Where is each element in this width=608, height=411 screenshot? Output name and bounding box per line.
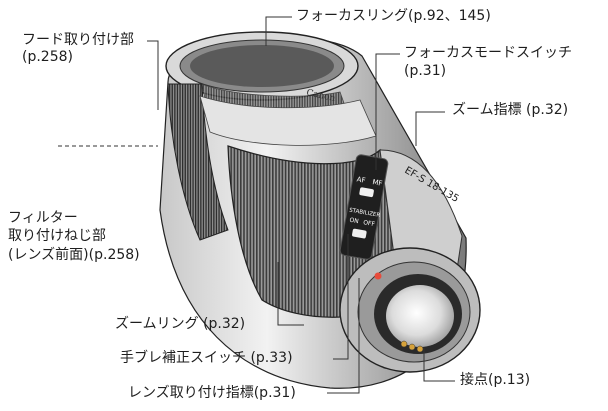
label-hood-mount-1: フード取り付け部: [22, 32, 134, 48]
image-stabilizer-switch[interactable]: [352, 228, 367, 239]
mount-index-dot: [374, 272, 382, 280]
leader-zoom-ring: [277, 262, 304, 326]
label-focus-mode-1: フォーカスモードスイッチ: [404, 45, 572, 61]
svg-text:ON: ON: [349, 217, 359, 225]
label-zoom-ring: ズームリング (p.32): [115, 316, 246, 332]
svg-text:STABILIZER: STABILIZER: [349, 208, 381, 219]
contacts-marker: [400, 340, 408, 348]
leader-focus-mode: [375, 53, 400, 170]
label-focus-mode-2: (p.31): [404, 63, 447, 79]
leader-contacts: [423, 348, 455, 382]
label-filter-3: (レンズ前面)(p.258): [8, 247, 140, 263]
label-stabilizer: 手ブレ補正スイッチ (p.33): [120, 350, 293, 366]
label-focus-ring: フォーカスリング(p.92、145): [296, 8, 491, 24]
label-hood-mount-2: (p.258): [22, 49, 73, 65]
focus-ring-band: [167, 83, 229, 241]
rear-glass: [386, 285, 454, 347]
leader-mount-index: [327, 278, 360, 394]
switch-panel: [339, 154, 389, 260]
label-filter-1: フィルター: [8, 210, 78, 226]
leader-hood-mount: [147, 40, 159, 110]
label-filter-2: 取り付けねじ部: [8, 228, 106, 244]
leader-zoom-index: [415, 111, 445, 146]
leader-stabilizer: [333, 234, 349, 360]
svg-text:OFF: OFF: [363, 219, 376, 228]
label-mount-index: レンズ取り付け指標(p.31): [128, 385, 296, 401]
svg-text:AF: AF: [356, 175, 366, 184]
label-contacts: 接点(p.13): [460, 372, 531, 388]
svg-text:MF: MF: [372, 178, 383, 188]
focus-mode-switch[interactable]: [359, 187, 374, 198]
label-zoom-index: ズーム指標 (p.32): [452, 102, 569, 118]
leader-focus-ring: [265, 16, 292, 46]
